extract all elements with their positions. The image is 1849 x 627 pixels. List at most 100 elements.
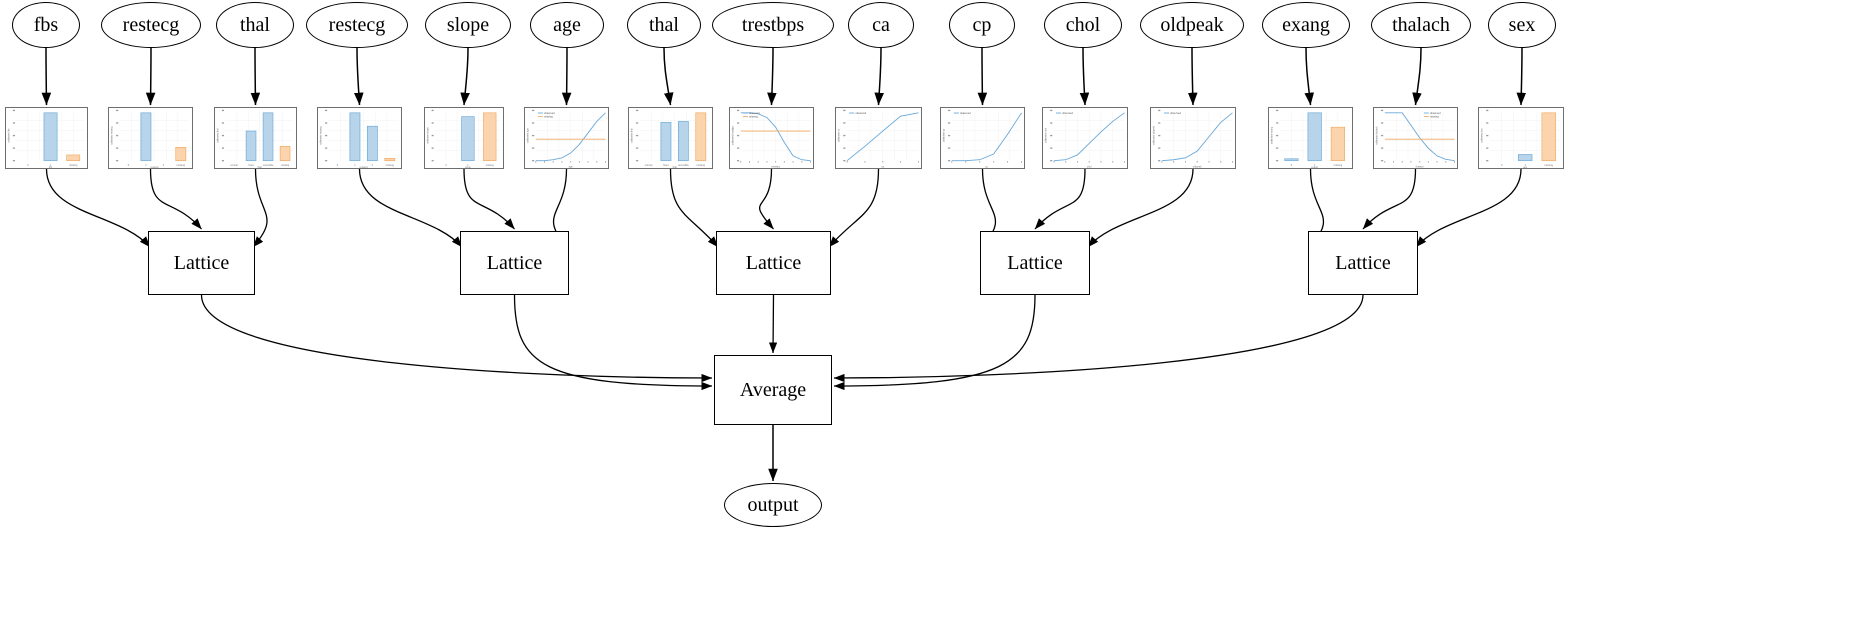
svg-text:reversible: reversible [678, 164, 689, 167]
feature-node-trestbps-7[interactable]: trestbps [712, 2, 834, 48]
feature-node-thal-6[interactable]: thal [627, 2, 701, 48]
feature-node-age-5[interactable]: age [530, 2, 604, 48]
edge-plot-to-lattice-10 [1034, 168, 1086, 230]
svg-text:calibrated fbs: calibrated fbs [8, 128, 11, 143]
lattice-node-3[interactable]: Lattice [980, 231, 1090, 295]
feature-node-thal-2[interactable]: thal [216, 2, 294, 48]
svg-text:thalach: thalach [1416, 166, 1425, 168]
svg-text:fixed: fixed [248, 164, 254, 167]
edge-plot-to-lattice-13 [1362, 168, 1417, 230]
feature-node-thalach-13[interactable]: thalach [1371, 2, 1471, 48]
svg-text:restecg: restecg [360, 166, 369, 168]
feature-node-cp-9[interactable]: cp [949, 2, 1015, 48]
average-node[interactable]: Average [714, 355, 832, 425]
svg-text:2: 2 [372, 164, 374, 167]
svg-text:0: 0 [1501, 164, 1503, 167]
edge-feature-to-plot-9 [977, 47, 988, 106]
lattice-node-0[interactable]: Lattice [148, 231, 255, 295]
feature-node-restecg-1[interactable]: restecg [101, 2, 201, 48]
feature-node-oldpeak-11[interactable]: oldpeak [1140, 2, 1244, 48]
lattice-node-4[interactable]: Lattice [1308, 231, 1418, 295]
feature-node-restecg-3[interactable]: restecg [306, 2, 408, 48]
edge-plot-to-lattice-6 [669, 168, 719, 248]
svg-text:thal: thal [258, 166, 262, 168]
svg-text:sex: sex [1523, 166, 1528, 168]
edge-feature-to-plot-5 [561, 47, 572, 106]
svg-text:missing: missing [1334, 164, 1343, 167]
feature-node-slope-4[interactable]: slope [425, 2, 511, 48]
svg-text:calibrated thalach: calibrated thalach [1376, 126, 1379, 145]
svg-text:restecg: restecg [151, 166, 160, 168]
feature-node-sex-14[interactable]: sex [1488, 2, 1556, 48]
svg-text:missing: missing [697, 164, 706, 167]
edge-feature-to-plot-8 [874, 47, 884, 106]
feature-node-exang-12[interactable]: exang [1262, 2, 1350, 48]
edge-feature-to-plot-7 [767, 47, 777, 106]
svg-text:exang: exang [1311, 166, 1318, 168]
lattice-node-1[interactable]: Lattice [460, 231, 569, 295]
svg-text:observed: observed [1062, 111, 1073, 115]
average-node-label: Average [739, 378, 807, 401]
feature-node-fbs-0[interactable]: fbs [12, 2, 80, 48]
edge-feature-to-plot-1 [145, 47, 156, 106]
edge-lattice-to-average-1 [513, 294, 713, 391]
svg-text:cp: cp [985, 166, 988, 168]
lattice-node-label: Lattice [745, 251, 802, 274]
output-node[interactable]: output [724, 483, 822, 527]
svg-text:oldpeak: oldpeak [1193, 166, 1203, 168]
svg-text:missing: missing [1430, 116, 1439, 119]
svg-text:slope: slope [465, 166, 471, 168]
svg-text:missing: missing [69, 164, 78, 167]
feature-node-label: age [553, 13, 581, 36]
edge-plot-to-lattice-2 [252, 168, 268, 248]
edge-plot-to-lattice-14 [1415, 168, 1522, 248]
svg-text:calibrated ca: calibrated ca [838, 128, 841, 142]
svg-text:calibrated trestbps: calibrated trestbps [732, 125, 735, 145]
output-node-label: output [747, 493, 799, 516]
edge-feature-to-plot-0 [41, 47, 52, 106]
edge-lattice-to-average-2 [768, 294, 778, 354]
svg-text:calibrated age: calibrated age [527, 128, 530, 143]
feature-node-label: chol [1065, 13, 1101, 36]
edge-plot-to-lattice-3 [358, 168, 463, 248]
feature-node-label: trestbps [741, 13, 805, 36]
svg-text:missing: missing [486, 164, 495, 167]
edge-feature-to-plot-3 [354, 47, 364, 106]
svg-text:calibrated restecg: calibrated restecg [111, 126, 114, 145]
svg-text:0: 0 [1291, 164, 1293, 167]
feature-node-ca-8[interactable]: ca [848, 2, 914, 48]
svg-text:calibrated sex: calibrated sex [1481, 128, 1484, 143]
edge-feature-to-plot-11 [1187, 47, 1198, 106]
svg-text:calibrated chol: calibrated chol [1045, 128, 1048, 144]
lattice-node-2[interactable]: Lattice [716, 231, 831, 295]
svg-text:calibrated thal: calibrated thal [631, 128, 634, 143]
feature-node-chol-10[interactable]: chol [1044, 2, 1122, 48]
svg-text:observed: observed [749, 112, 760, 115]
svg-text:1: 1 [50, 164, 52, 167]
